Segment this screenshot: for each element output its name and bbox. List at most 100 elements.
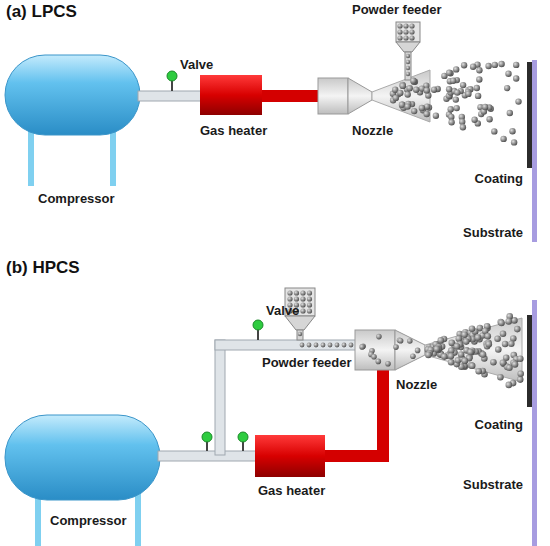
powder-particle [307,290,312,295]
powder-particle [411,108,417,114]
gas-heater [200,75,262,115]
powder-particle [498,61,504,67]
powder-particle [513,75,519,81]
powder-particle [376,334,382,340]
powder-particle [409,23,414,28]
powder-particle [300,296,305,301]
powder-particle [406,54,410,58]
powder-particle [359,344,365,350]
powder-particle [415,348,421,354]
powder-particle [397,29,402,34]
hot-gas-pipe [377,368,389,462]
valve-label: Valve [180,58,213,73]
tank-leg [28,128,34,186]
powder-particle [498,320,505,327]
tank-leg [35,492,41,546]
powder-particle [307,296,312,301]
nozzle-diverging [425,318,522,382]
powder-particle [409,35,414,40]
powder-particle [397,35,402,40]
powder-particle [475,93,481,99]
powder-particle [462,358,469,365]
powder-particle [467,349,474,356]
tank-leg [110,128,116,186]
powder-particle [502,341,509,348]
powder-particle [403,35,408,40]
powder-particle [474,85,480,91]
powder-particle [425,352,432,359]
powder-particle [300,308,305,313]
powder-particle [448,119,454,125]
powder-particle [469,363,476,370]
powder-particle [485,333,492,340]
powder-particle [406,72,410,76]
compressor-tank [5,55,140,135]
powder-particle [433,113,439,119]
nozzle-diverging [372,70,430,122]
powder-particle [446,70,452,76]
compressor-label: Compressor [50,514,127,529]
powder-particle [405,91,411,97]
valve-stem [257,329,259,340]
powder-particle [441,353,448,360]
powder-particle [399,102,405,108]
gas-heater [255,435,325,477]
powder-particle [397,23,402,28]
powder-particle [287,290,292,295]
gas-pipe [158,451,256,461]
powder-particle [397,90,403,96]
powder-particle [328,343,333,348]
powder-particle [403,29,408,34]
powder-particle [287,296,292,301]
powder-particle [486,341,493,348]
gas-pipe [215,340,225,455]
coating-label: Coating [475,172,523,187]
compressor-label: Compressor [38,192,115,207]
powder-particle [360,344,366,350]
powder-particle [406,60,410,64]
compressor-tank [5,415,160,500]
powder-particle [407,338,413,344]
substrate-plate [532,300,537,546]
powder-particle [307,302,312,307]
powder-particle [400,83,406,89]
powder-particle [514,326,521,333]
coating-label: Coating [475,418,523,433]
nozzle-chamber [318,78,348,114]
powder-particle [461,62,467,68]
powder-particle [448,106,454,112]
valve-symbol [253,320,263,330]
powder-particle [448,353,455,360]
powder-particle [468,362,475,369]
powder-particle [335,343,340,348]
powder-particle [500,360,507,367]
powder-particle [509,128,515,134]
powder-particle [294,296,299,301]
powder-particle [505,71,511,77]
powder-particle [411,79,417,85]
coating-layer [527,62,532,168]
powder-particle [424,87,430,93]
powder-particle [475,368,482,375]
heater-label: Gas heater [200,124,267,139]
hot-gas-pipe [262,90,320,102]
valve-symbol [167,71,177,81]
powder-particle [446,86,452,92]
powder-particle [461,331,468,338]
powder-particle [376,359,382,365]
powder-particle [465,91,471,97]
coating-layer [527,315,532,407]
powder-particle [403,23,408,28]
powder-particle [456,335,463,342]
powder-particle [434,346,441,353]
powder-particle [371,354,377,360]
powder-particle [492,62,498,68]
powder-particle [511,139,517,145]
powder-particle [298,332,302,336]
valve-stem [171,80,173,91]
hopper-funnel [285,316,315,330]
powder-particle [300,343,305,348]
valve-label: Valve [266,304,299,319]
powder-particle [517,355,524,362]
